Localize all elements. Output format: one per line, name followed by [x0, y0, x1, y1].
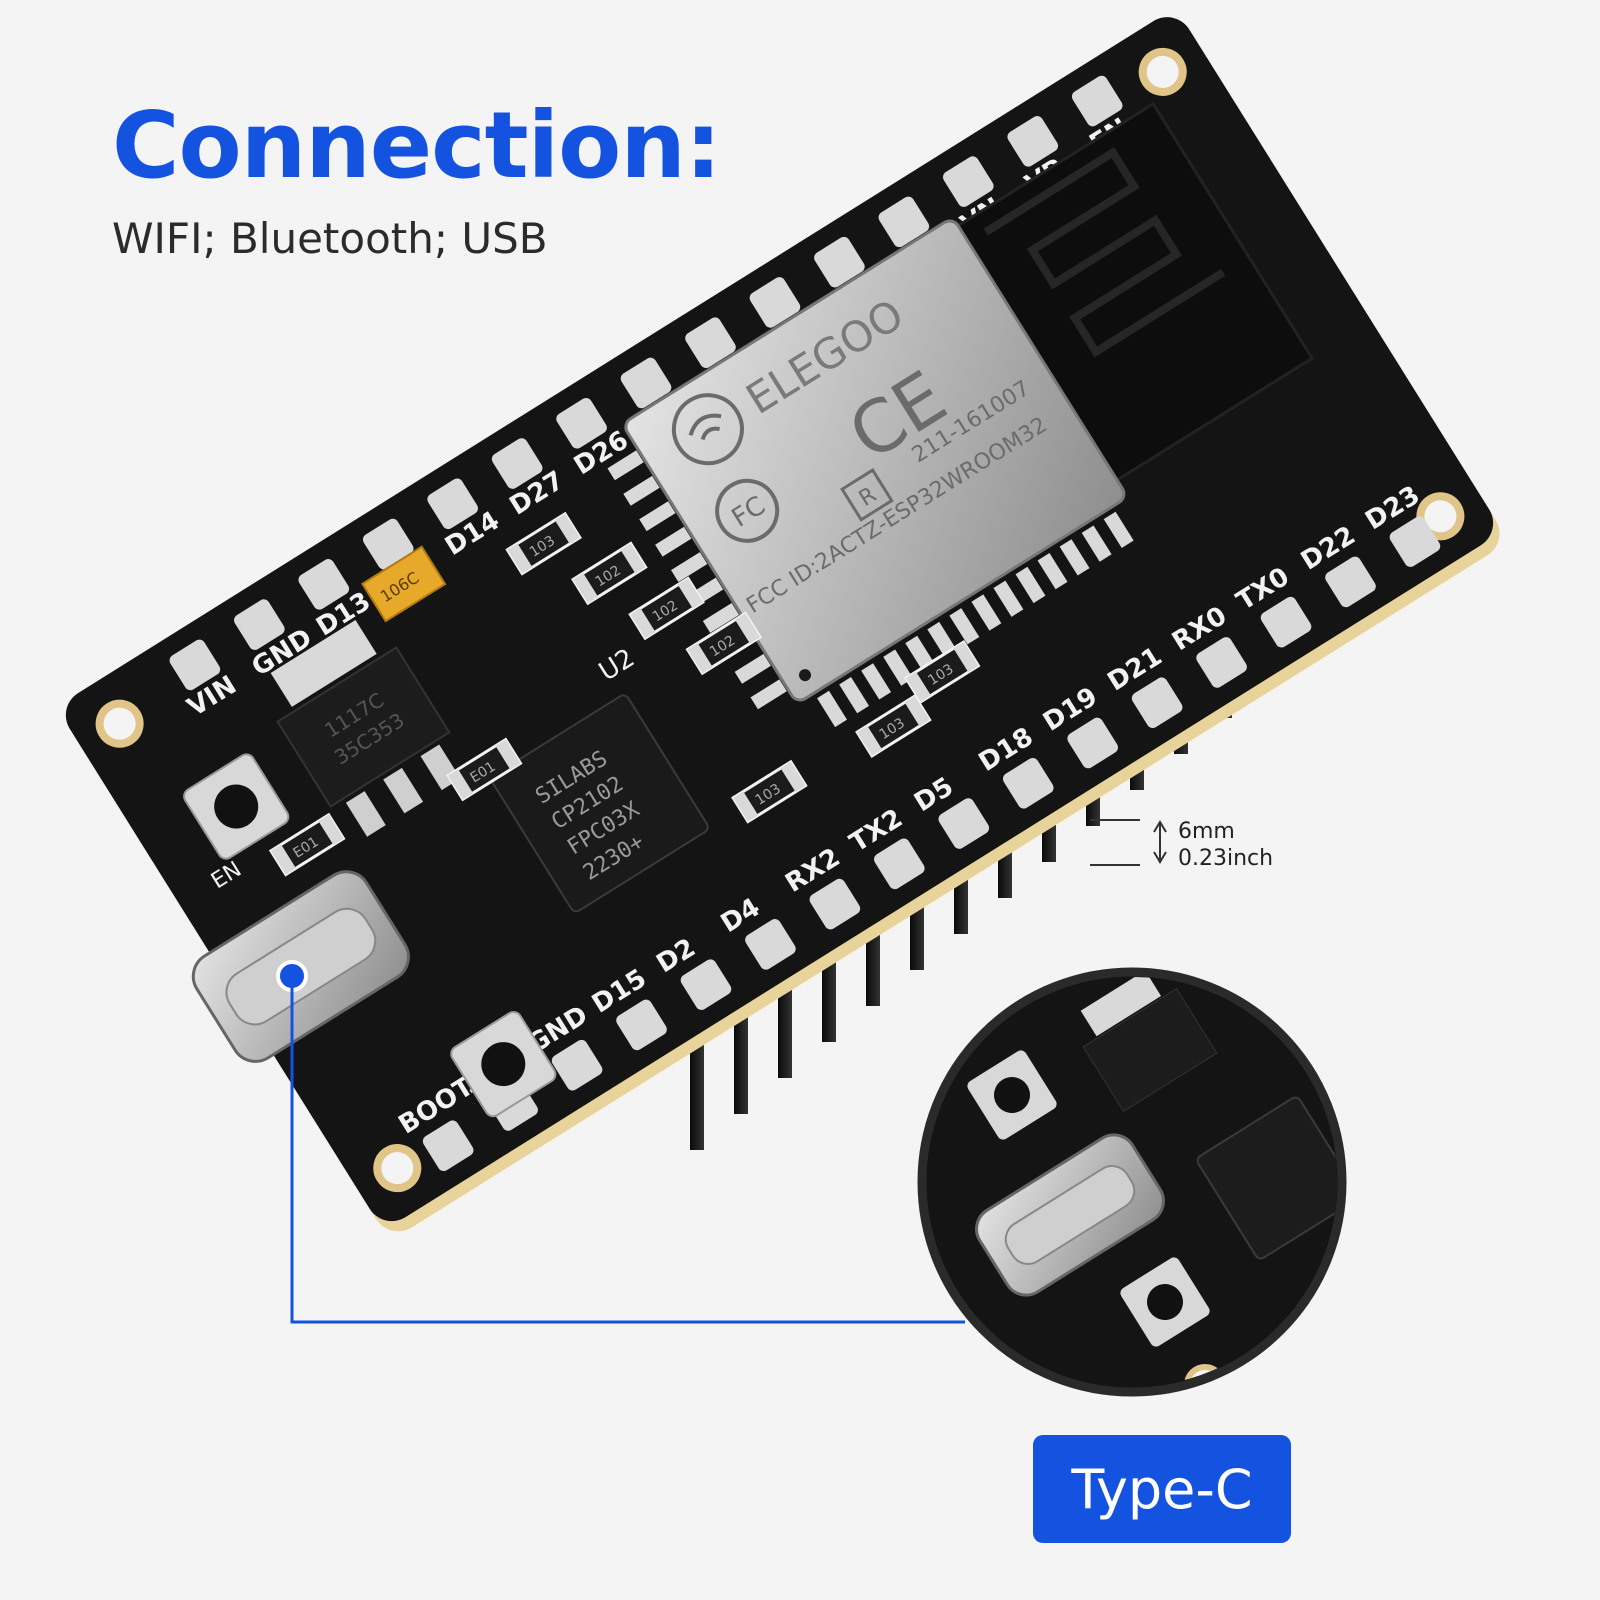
- smd-resistor: 103: [855, 694, 932, 758]
- bottom-pin-pad: [1389, 516, 1441, 567]
- smd-resistor: 103: [903, 639, 981, 704]
- bottom-pin-pad: [1325, 556, 1376, 608]
- top-pin-pad: [620, 357, 672, 409]
- top-pin-pad: [298, 559, 350, 610]
- height-dimension-text: 6mm 0.23inch: [1178, 818, 1273, 872]
- inset-regulator: [1080, 977, 1218, 1113]
- zoom-inset: [917, 967, 1347, 1397]
- castellation-pad: [839, 677, 870, 714]
- bottom-pin-pad: [938, 798, 990, 849]
- module-dot: [799, 669, 812, 682]
- bottom-pin-pad: [1260, 596, 1312, 648]
- top-pin-pad: [234, 599, 285, 650]
- top-pin-pads: [169, 75, 1123, 691]
- castellation-pad: [623, 475, 660, 506]
- castellation-pad: [702, 603, 740, 633]
- top-pin-pad: [1007, 116, 1059, 167]
- bottom-pin-pad: [1131, 677, 1183, 729]
- bottom-pin-pad: [874, 838, 925, 890]
- castellation-pad: [861, 663, 892, 700]
- inset-usb-c-connector: [975, 1133, 1165, 1297]
- bottom-pin-pad: [616, 999, 667, 1051]
- en-button[interactable]: [181, 751, 291, 861]
- height-imperial: 0.23inch: [1178, 846, 1274, 871]
- top-pin-pad: [685, 317, 736, 368]
- mounting-holes: [95, 47, 1465, 1193]
- top-pin-pad: [749, 277, 801, 328]
- bottom-pin-pad: [1196, 637, 1247, 688]
- castellation-pad: [1037, 553, 1068, 590]
- inset-boot-button: [1120, 1257, 1210, 1347]
- callout-connector: [276, 960, 965, 1324]
- castellation-pad: [671, 552, 708, 583]
- bottom-pin-pad: [745, 919, 796, 970]
- top-pin-pad: [362, 518, 414, 570]
- smd-resistor: 102: [685, 611, 763, 676]
- smd-resistor: 102: [571, 541, 648, 606]
- bottom-pin-pad: [1067, 717, 1118, 769]
- top-pin-pad: [814, 236, 865, 288]
- smd-resistor: 103: [731, 759, 808, 824]
- smd-resistor: E01: [445, 737, 523, 802]
- top-pin-pad: [491, 438, 543, 489]
- inset-cp2102-chip: [1196, 1096, 1337, 1260]
- bottom-pin-pad: [422, 1120, 474, 1172]
- esp32-board: VINGNDD13D12D14D27D26D25D33D32D35D34VNVP…: [65, 17, 1500, 1232]
- castellation-pad: [971, 594, 1002, 631]
- headline-title: Connection:: [112, 92, 722, 199]
- castellation-pad: [734, 653, 771, 684]
- boot-button[interactable]: [448, 1009, 558, 1119]
- type-c-callout-badge: Type-C: [1033, 1435, 1291, 1543]
- top-pin-pad: [427, 478, 478, 530]
- castellation-pad: [1103, 511, 1134, 548]
- bottom-pin-pad: [551, 1039, 603, 1091]
- castellation-pad: [1059, 539, 1090, 576]
- top-pin-pad: [1071, 75, 1123, 127]
- inset-button: [967, 1050, 1057, 1140]
- smd-resistor: 103: [505, 511, 582, 576]
- bottom-pin-pads: [422, 516, 1441, 1172]
- height-metric: 6mm: [1178, 819, 1235, 844]
- castellation-pad: [1015, 566, 1046, 604]
- castellation-pad: [993, 580, 1024, 617]
- bottom-pin-pad: [680, 959, 732, 1010]
- castellation-pad: [655, 526, 692, 557]
- smd-resistor: E01: [268, 812, 346, 877]
- castellation-pad: [639, 501, 676, 532]
- headline-subtitle: WIFI; Bluetooth; USB: [112, 214, 548, 263]
- castellation-pad: [949, 608, 980, 645]
- top-pin-pad: [943, 156, 994, 207]
- tantalum-capacitor: 106C: [360, 545, 447, 623]
- smd-resistor: 102: [628, 576, 705, 641]
- top-pin-pad: [169, 639, 221, 691]
- castellation-pad: [607, 450, 644, 481]
- wroom-module-shield: [624, 219, 1126, 702]
- top-pin-pad: [556, 397, 607, 449]
- castellation-pad: [1081, 525, 1112, 562]
- castellation-pad: [817, 690, 847, 728]
- height-dimension-marker: [1090, 819, 1167, 866]
- castellation-pad: [750, 679, 787, 710]
- wifi-logo-icon: [671, 393, 744, 466]
- top-pin-pad: [878, 196, 930, 248]
- bottom-pin-pad: [1002, 757, 1054, 809]
- bottom-pin-pad: [809, 878, 861, 930]
